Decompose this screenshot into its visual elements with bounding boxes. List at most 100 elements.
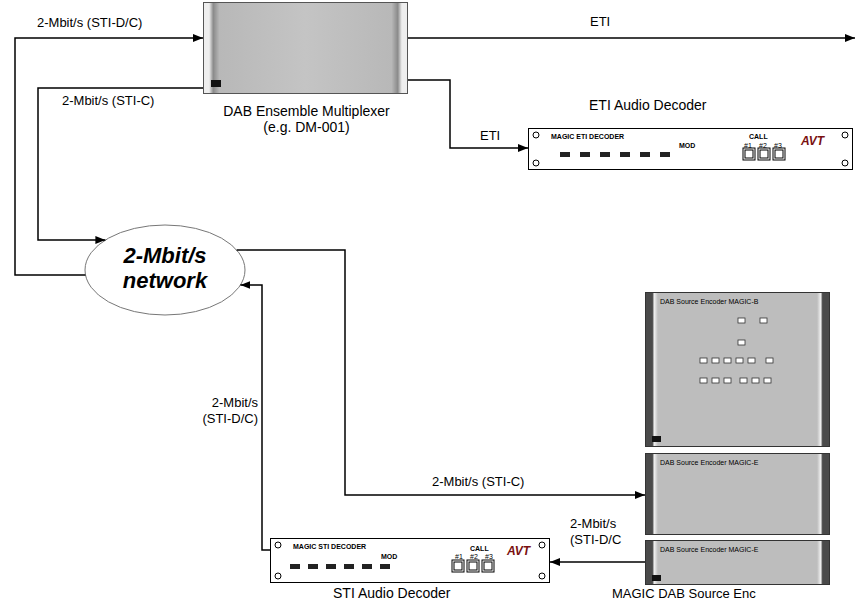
unit-title: DAB Source Encoder MAGIC-E: [660, 459, 758, 467]
led-buttons: [560, 152, 670, 157]
panel-marking: #1: [744, 142, 752, 150]
call-button: [773, 148, 785, 160]
panel-marking: #2: [470, 553, 478, 561]
call-button: [467, 560, 479, 572]
led-button: [326, 564, 336, 569]
panel-marking: CALL: [749, 133, 768, 141]
rack-front: [270, 538, 550, 583]
call-button-inner: [775, 150, 783, 158]
source-encoder-unit: DAB Source Encoder MAGIC-E: [645, 453, 830, 535]
source-encoder-unit: DAB Source Encoder MAGIC-E: [645, 540, 830, 585]
eti-output-line: [408, 37, 855, 39]
source-encoder-unit: DAB Source Encoder MAGIC-B: [645, 292, 830, 447]
encoder-housing: [645, 292, 830, 447]
connector-label: 2-Mbit/s (STI-D/C): [178, 395, 260, 426]
led-button: [344, 564, 354, 569]
rack-screw: [842, 160, 848, 166]
network-ellipse: [85, 225, 245, 315]
power-switch: [652, 575, 661, 581]
control-key: [738, 318, 745, 323]
rack-screw: [539, 542, 545, 548]
call-buttons: [743, 148, 785, 160]
panel-marking: AVT: [801, 135, 824, 149]
control-key: [760, 318, 767, 323]
control-key: [700, 378, 707, 383]
control-key: [752, 378, 759, 383]
unit-title: DAB Source Encoder MAGIC-B: [660, 298, 758, 306]
panel-marking: MOD: [679, 142, 695, 150]
rack-front: [528, 128, 853, 170]
encoder-caption: MAGIC DAB Source Enc: [612, 586, 756, 602]
connector-label: 2-Mbit/s (STI-C): [60, 93, 156, 109]
signal-connector: [550, 561, 645, 563]
control-key: [724, 358, 731, 363]
led-button: [362, 564, 372, 569]
control-key: [712, 358, 719, 363]
led-button: [620, 152, 630, 157]
eti-decoder-unit: ETI Audio DecoderMAGIC ETI DECODERMODCAL…: [528, 128, 853, 170]
call-button: [482, 560, 494, 572]
led-button: [640, 152, 650, 157]
multiplexer-box: DAB Ensemble Multiplexer (e.g. DM-001): [203, 2, 408, 94]
panel-marking: CALL: [470, 545, 489, 553]
panel-marking: #1: [455, 553, 463, 561]
call-buttons: [452, 560, 494, 572]
led-button: [660, 152, 670, 157]
signal-connector: [237, 250, 645, 495]
unit-title: STI Audio Decoder: [333, 585, 451, 601]
panel-marking: #2: [759, 142, 767, 150]
control-key: [764, 378, 771, 383]
led-buttons: [290, 564, 390, 569]
call-button: [758, 148, 770, 160]
signal-connector: [38, 88, 203, 240]
led-button: [560, 152, 570, 157]
encoder-controls: [700, 318, 773, 383]
rack-screw: [533, 160, 539, 166]
sti-decoder-unit: STI Audio DecoderMAGIC STI DECODERMODCAL…: [270, 538, 550, 583]
control-key: [700, 358, 707, 363]
call-button-inner: [484, 562, 492, 570]
control-key: [738, 340, 745, 345]
call-button-inner: [454, 562, 462, 570]
network-ellipse: 2-Mbit/s network: [85, 225, 245, 315]
rack-screw: [275, 542, 281, 548]
rack-screw: [533, 132, 539, 138]
eti-output-label: ETI: [590, 14, 610, 30]
signal-connector: [408, 80, 528, 148]
call-button-inner: [760, 150, 768, 158]
control-key: [748, 358, 755, 363]
power-switch: [211, 80, 221, 87]
control-key: [740, 378, 747, 383]
unit-title: DAB Source Encoder MAGIC-E: [660, 546, 758, 554]
control-key: [766, 358, 773, 363]
multiplexer-housing: [203, 2, 408, 94]
led-button: [290, 564, 300, 569]
led-button: [600, 152, 610, 157]
encoder-housing: [645, 453, 830, 535]
control-key: [724, 378, 731, 383]
connector-label: ETI: [478, 128, 502, 144]
connector-label: 2-Mbit/s (STI-C): [430, 474, 526, 490]
connector-label: 2-Mbit/s (STI-D/C: [568, 516, 638, 547]
control-key: [712, 378, 719, 383]
unit-title: 2-Mbit/s network: [105, 243, 225, 294]
rack-screw: [842, 132, 848, 138]
panel-marking: MOD: [381, 553, 397, 561]
unit-title: ETI Audio Decoder: [589, 97, 707, 113]
call-button: [452, 560, 464, 572]
unit-title: DAB Ensemble Multiplexer (e.g. DM-001): [214, 103, 399, 135]
panel-marking: MAGIC ETI DECODER: [551, 133, 624, 141]
led-button: [308, 564, 318, 569]
signal-connector: [15, 38, 203, 275]
rack-screw: [539, 573, 545, 579]
panel-marking: #3: [774, 142, 782, 150]
led-button: [380, 564, 390, 569]
power-switch: [652, 436, 661, 442]
panel-marking: MAGIC STI DECODER: [293, 543, 366, 551]
rack-screw: [275, 573, 281, 579]
led-button: [580, 152, 590, 157]
panel-marking: #3: [485, 553, 493, 561]
connector-label: 2-Mbit/s (STI-D/C): [35, 15, 144, 31]
panel-marking: AVT: [507, 545, 530, 559]
